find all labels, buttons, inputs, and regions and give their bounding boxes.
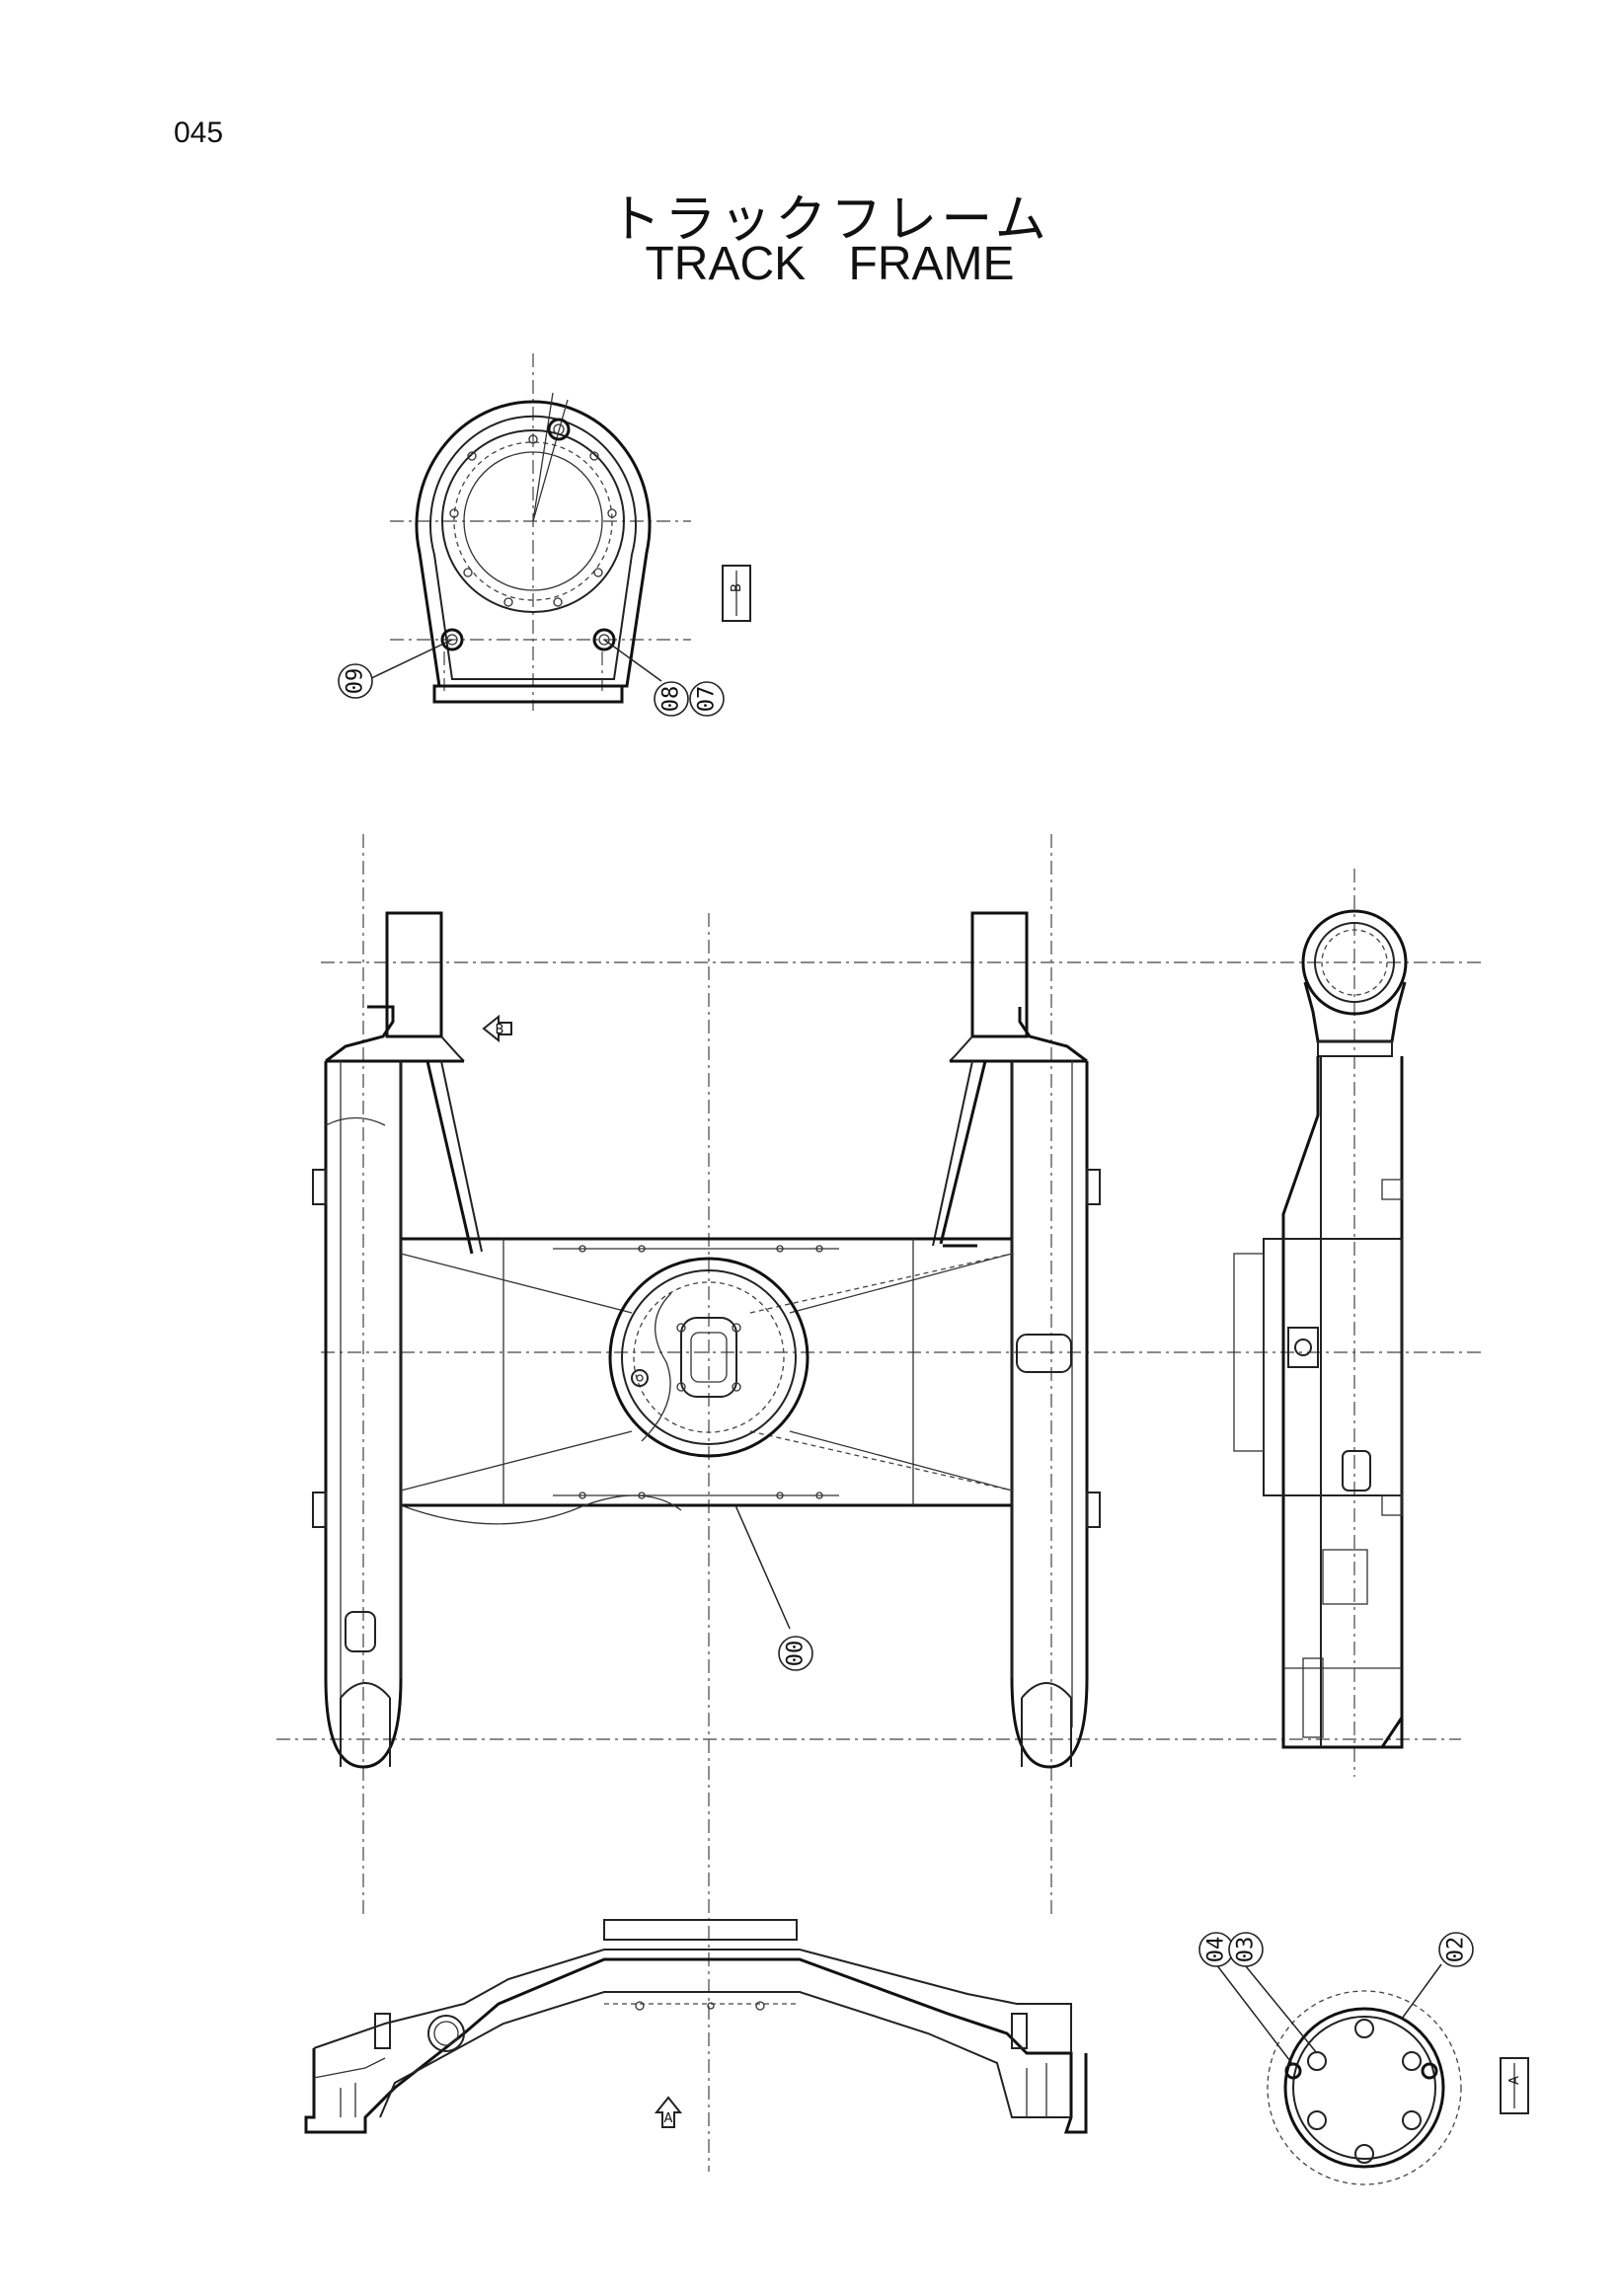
svg-text:08: 08 (659, 686, 684, 713)
title-english: TRACK FRAME (645, 238, 1015, 290)
callout-07: 07 (689, 681, 725, 717)
svg-text:03: 03 (1234, 1937, 1259, 1963)
right-side-view (1233, 909, 1408, 1749)
view-b-label: B (730, 583, 744, 592)
main-plan-view: B (276, 834, 1486, 2172)
svg-text:07: 07 (695, 686, 720, 713)
view-a-label: A (1507, 2076, 1522, 2085)
title-japanese: トラックフレーム (609, 191, 1050, 250)
view-b-housing: B (390, 353, 751, 711)
svg-text:00: 00 (784, 1641, 809, 1667)
callout-04: 04 (1198, 1932, 1294, 2066)
view-a-detail: A (1267, 1990, 1529, 2185)
svg-text:04: 04 (1204, 1937, 1229, 1963)
arrow-a-label: A (664, 2111, 673, 2126)
callout-03: 03 (1228, 1932, 1318, 2054)
bottom-elevation: A (304, 1919, 1088, 2134)
callout-08: 08 (603, 639, 689, 717)
page-number: 045 (174, 116, 224, 149)
svg-text:09: 09 (344, 668, 368, 695)
callout-00: 00 (734, 1504, 813, 1671)
svg-text:02: 02 (1444, 1937, 1469, 1963)
callout-02: 02 (1401, 1932, 1474, 2020)
callout-09: 09 (338, 639, 453, 699)
arrow-b-label: B (496, 1023, 504, 1037)
